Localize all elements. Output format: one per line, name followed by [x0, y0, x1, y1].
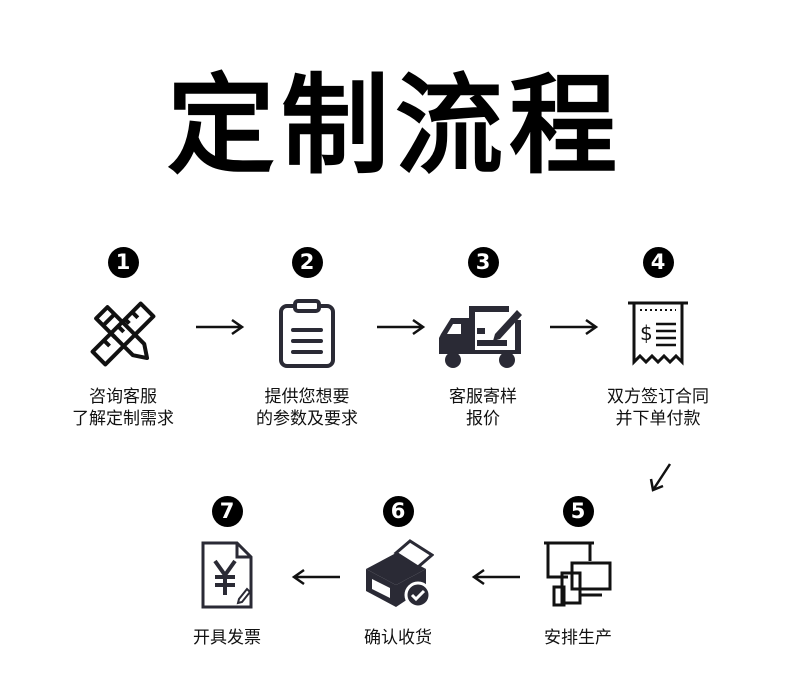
clipboard-icon: [271, 298, 343, 370]
step-label: 的参数及要求: [256, 409, 358, 429]
page-title: 定制流程: [166, 64, 623, 189]
step-number: 6: [382, 496, 414, 527]
box-check-icon: [362, 539, 434, 611]
step-label: 报价: [466, 409, 500, 429]
arrow-down-left-icon: [649, 463, 672, 492]
arrow-right-icon: [196, 318, 245, 336]
step-label: 客服寄样: [449, 387, 517, 407]
receipt-icon: $: [622, 298, 694, 370]
step-7: 7 开具发票: [137, 496, 317, 649]
step-1: 1 咨询客服了解定制需求: [33, 247, 213, 430]
step-number: 4: [642, 247, 674, 278]
step-6: 6 确认收货: [308, 496, 488, 649]
arrow-right-icon: [550, 318, 599, 336]
step-label: 了解定制需求: [72, 409, 174, 429]
step-label: 双方签订合同: [607, 387, 709, 407]
step-label: 提供您想要: [264, 387, 350, 407]
arrow-left-icon: [471, 568, 520, 586]
step-number: 2: [291, 247, 323, 278]
step-label: 安排生产: [544, 628, 612, 648]
arrow-left-icon: [291, 568, 340, 586]
step-5: 5 安排生产: [488, 496, 668, 649]
step-2: 2 提供您想要的参数及要求: [217, 247, 397, 430]
arrow-right-icon: [377, 318, 426, 336]
step-label: 确认收货: [364, 628, 432, 648]
step-3: 3 客服寄样报价: [393, 247, 573, 430]
step-number: 1: [107, 247, 139, 278]
truck-edit-icon: [435, 298, 531, 370]
step-number: 5: [562, 496, 594, 527]
step-label: 并下单付款: [615, 409, 701, 429]
step-4: 4 $ 双方签订合同并下单付款: [568, 247, 748, 430]
step-label: 开具发票: [193, 628, 261, 648]
svg-text:$: $: [640, 321, 653, 345]
step-number: 3: [467, 247, 499, 278]
devices-icon: [542, 539, 614, 611]
invoice-yen-icon: [191, 539, 263, 611]
step-number: 7: [211, 496, 243, 527]
step-label: 咨询客服: [89, 387, 157, 407]
ruler-pencil-icon: [87, 298, 159, 370]
